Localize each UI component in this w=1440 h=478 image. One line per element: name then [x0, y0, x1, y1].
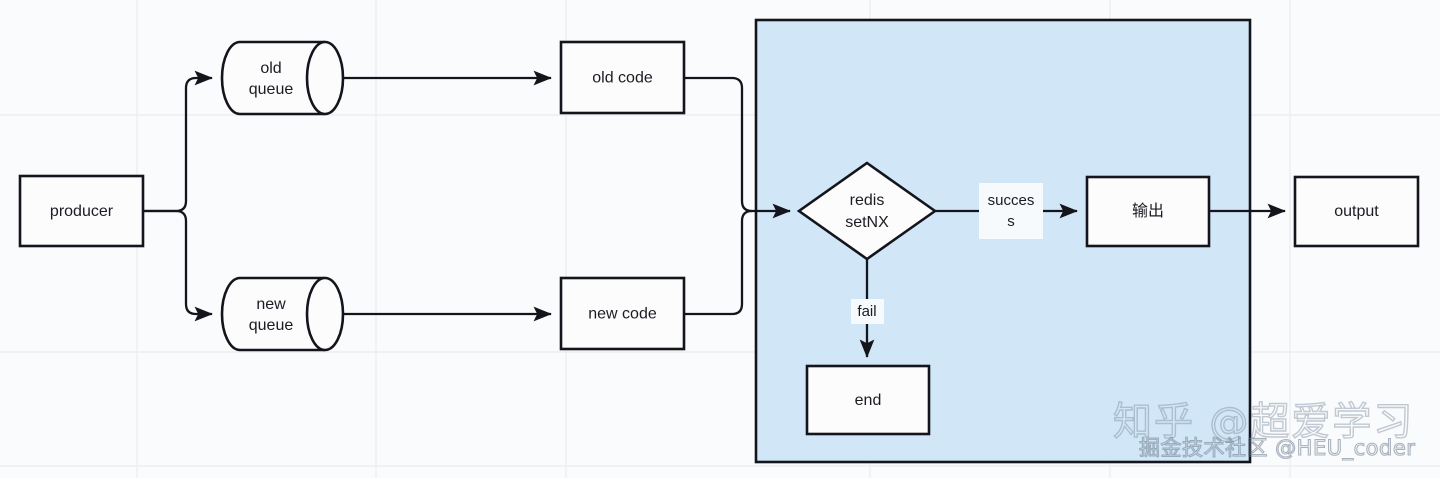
node-end[interactable]: end: [805, 364, 931, 436]
node-output[interactable]: output: [1293, 175, 1420, 248]
node-new-queue-label-line2: queue: [249, 317, 294, 334]
node-old-queue-label-line1: old: [260, 60, 281, 77]
node-output-label: output: [1334, 203, 1379, 220]
edge-new-code-to-redis-setnx: [684, 209, 753, 316]
node-new-code-label: new code: [588, 306, 657, 323]
edge-label-success-line1: succes: [988, 192, 1035, 209]
node-old-queue[interactable]: old queue: [220, 40, 345, 116]
edge-label-success-line2: s: [1007, 213, 1015, 230]
node-old-queue-label-line2: queue: [249, 81, 294, 98]
node-redis-setnx-label-line2: setNX: [845, 214, 889, 231]
node-producer[interactable]: producer: [18, 174, 145, 248]
node-end-label: end: [855, 392, 882, 409]
node-shuchu[interactable]: 输出: [1085, 175, 1211, 248]
node-producer-label: producer: [50, 203, 114, 220]
edge-label-fail-text: fail: [857, 303, 876, 320]
edge-producer-to-old-queue: [143, 70, 213, 213]
edge-label-success: succes s: [979, 183, 1043, 239]
node-old-code-label: old code: [592, 70, 653, 87]
node-redis-setnx-label-line1: redis: [850, 192, 885, 209]
edge-producer-to-new-queue: [143, 209, 213, 322]
node-new-queue-label-line1: new: [256, 296, 286, 313]
node-new-queue[interactable]: new queue: [220, 276, 345, 352]
node-shuchu-label: 输出: [1132, 202, 1164, 220]
node-new-code[interactable]: new code: [559, 276, 686, 351]
node-old-code[interactable]: old code: [559, 40, 686, 115]
edge-label-fail: fail: [851, 299, 884, 324]
node-redis-setnx[interactable]: redis setNX: [796, 161, 938, 261]
